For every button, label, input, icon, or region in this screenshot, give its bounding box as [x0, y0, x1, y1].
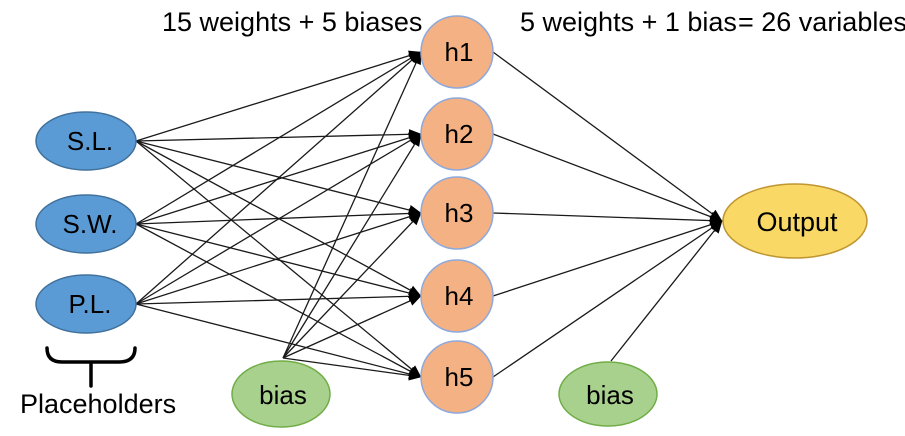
hidden-node-h4	[420, 259, 494, 333]
input-node-sw-label: S.W.	[63, 209, 118, 239]
edge-pl-h3	[135, 211, 422, 305]
edge-h5-output	[492, 220, 723, 378]
hidden-node-h5	[420, 340, 494, 414]
output-layer: Output	[722, 183, 868, 259]
edge-pl-h4	[135, 291, 422, 305]
edge-h4-output	[492, 219, 723, 297]
placeholders-brace	[45, 346, 137, 388]
input-layer: S.L. S.W. P.L.	[35, 111, 137, 334]
edge-pl-h2	[135, 133, 422, 305]
output-node-label: Output	[756, 207, 838, 237]
edge-sl-h1	[135, 50, 422, 142]
hidden-node-h3-label: h3	[445, 198, 474, 228]
edge-h3-output	[492, 212, 723, 226]
edge-sl-h3	[135, 140, 422, 216]
input-node-sl-label: S.L.	[67, 126, 113, 156]
edge-bias2-output	[610, 220, 723, 362]
annotations: 15 weights + 5 biases 5 weights + 1 bias…	[20, 7, 905, 419]
hidden-node-h2-label: h2	[445, 119, 474, 149]
output-layer-params-label: 5 weights + 1 bias	[520, 7, 737, 37]
edge-pl-h5	[135, 303, 422, 380]
edge-bias1-h4	[282, 295, 422, 359]
hidden-layer-params-label: 15 weights + 5 biases	[162, 7, 422, 37]
edge-sw-h4	[135, 223, 422, 299]
hidden-node-h4-label: h4	[445, 281, 474, 311]
bias-node-output-label: bias	[586, 380, 634, 410]
bias-node-output	[558, 361, 658, 427]
input-node-pl	[35, 274, 137, 334]
hidden-node-h3	[420, 176, 494, 250]
input-node-sl	[35, 111, 137, 171]
bias-node-hidden-label: bias	[259, 380, 307, 410]
edge-sw-h2	[135, 132, 422, 225]
hidden-node-h1	[420, 15, 494, 89]
bias-node-hidden	[231, 360, 331, 428]
brace-bar	[45, 346, 137, 364]
edges-hidden-to-output	[492, 51, 723, 378]
hidden-node-h5-label: h5	[445, 362, 474, 392]
edge-bias1-h5	[282, 357, 422, 381]
total-variables-label: = 26 variables	[738, 7, 905, 37]
hidden-node-h1-label: h1	[445, 37, 474, 67]
placeholders-label: Placeholders	[20, 389, 176, 419]
input-node-sw	[35, 194, 137, 254]
edge-pl-h1	[135, 51, 422, 305]
edge-bias1-h1	[282, 51, 422, 359]
hidden-layer: h1 h2 h3 h4 h5	[420, 15, 494, 414]
edge-h1-output	[492, 51, 723, 222]
edge-sw-h1	[135, 51, 422, 225]
input-node-pl-label: P.L.	[69, 289, 112, 319]
hidden-node-h2	[420, 97, 494, 171]
edge-h2-output	[492, 133, 723, 222]
edge-bias1-h3	[282, 212, 422, 359]
bias-nodes: bias bias	[231, 360, 658, 428]
edge-bias1-h2	[282, 133, 422, 359]
output-node	[722, 183, 868, 259]
edges-input-to-hidden	[135, 50, 422, 381]
